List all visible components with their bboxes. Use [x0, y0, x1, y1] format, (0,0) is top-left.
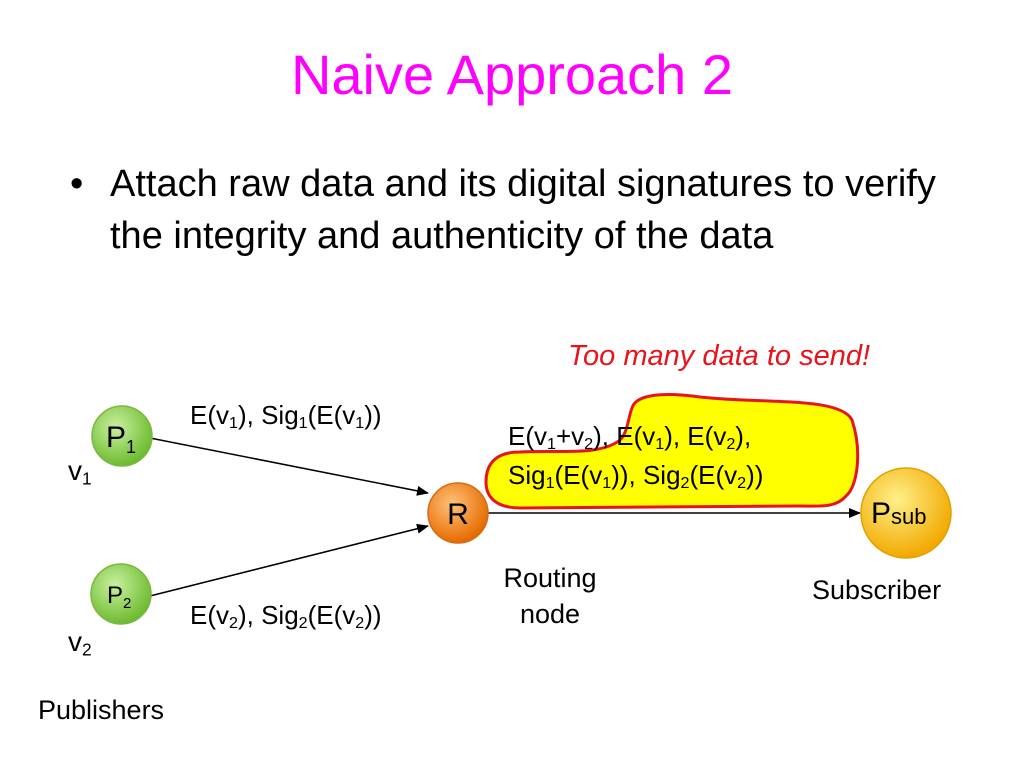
- routing-caption-line1: Routing: [503, 563, 597, 593]
- subscript-index: 1: [298, 414, 308, 433]
- publisher-node-p1: [91, 405, 153, 467]
- subscriber-node-psub: [860, 467, 952, 559]
- edge-label-p2: E(v2), Sig2(E(v2)): [190, 600, 382, 633]
- subscript-index: 2: [737, 474, 747, 493]
- subscript-index: 2: [229, 614, 238, 633]
- highlight-blob: [484, 393, 860, 510]
- subscript-index: 2: [726, 435, 736, 454]
- value-v1-base: v: [68, 455, 82, 486]
- p2-label: P2: [107, 582, 131, 612]
- warning-text: Too many data to send!: [568, 340, 871, 372]
- subscript-index: 1: [547, 435, 556, 454]
- p2-label-sub: 2: [123, 595, 131, 612]
- routing-node-r: [427, 482, 489, 544]
- subscript-index: 1: [602, 474, 612, 493]
- publisher-node-p2: [90, 563, 152, 625]
- edge-label-p1: E(v1), Sig1(E(v1)): [190, 400, 382, 433]
- value-v1-sub: 1: [82, 468, 92, 489]
- subscript-index: 1: [545, 474, 555, 493]
- subscript-index: 1: [355, 414, 365, 433]
- publishers-caption: Publishers: [38, 695, 165, 725]
- subscript-index: 2: [584, 435, 594, 454]
- p1-label-sub: 1: [126, 437, 136, 457]
- p1-label-base: P: [106, 421, 126, 454]
- edge-p2-to-r: [149, 523, 429, 597]
- value-v1: v1: [68, 455, 92, 489]
- value-v2-base: v: [68, 626, 82, 657]
- subscript-index: 1: [229, 414, 238, 433]
- routing-node-caption: Routing node: [480, 560, 620, 632]
- edge-p1-to-r: [149, 437, 429, 496]
- subscript-index: 2: [680, 474, 690, 493]
- slide-title: Naive Approach 2: [290, 43, 734, 106]
- psub-label: Psub: [871, 497, 927, 530]
- p2-label-base: P: [107, 582, 123, 609]
- routing-caption-line2: node: [519, 599, 581, 629]
- subscript-index: 2: [298, 614, 308, 633]
- subscript-index: 2: [355, 614, 365, 633]
- edge-label-r-line2: Sig1(E(v1)), Sig2(E(v2)): [508, 460, 764, 493]
- psub-label-sub: sub: [891, 504, 926, 529]
- bullet-text: Attach raw data and its digital signatur…: [110, 163, 936, 257]
- bullet-symbol: •: [70, 163, 84, 205]
- p1-label: P1: [106, 421, 136, 457]
- edge-label-r-line1: E(v1+v2), E(v1), E(v2),: [508, 421, 752, 454]
- subscript-index: 1: [655, 435, 665, 454]
- r-label: R: [447, 498, 469, 531]
- subscriber-caption: Subscriber: [812, 575, 942, 605]
- psub-label-base: P: [871, 497, 891, 530]
- value-v2: v2: [68, 626, 92, 660]
- value-v2-sub: 2: [82, 639, 92, 660]
